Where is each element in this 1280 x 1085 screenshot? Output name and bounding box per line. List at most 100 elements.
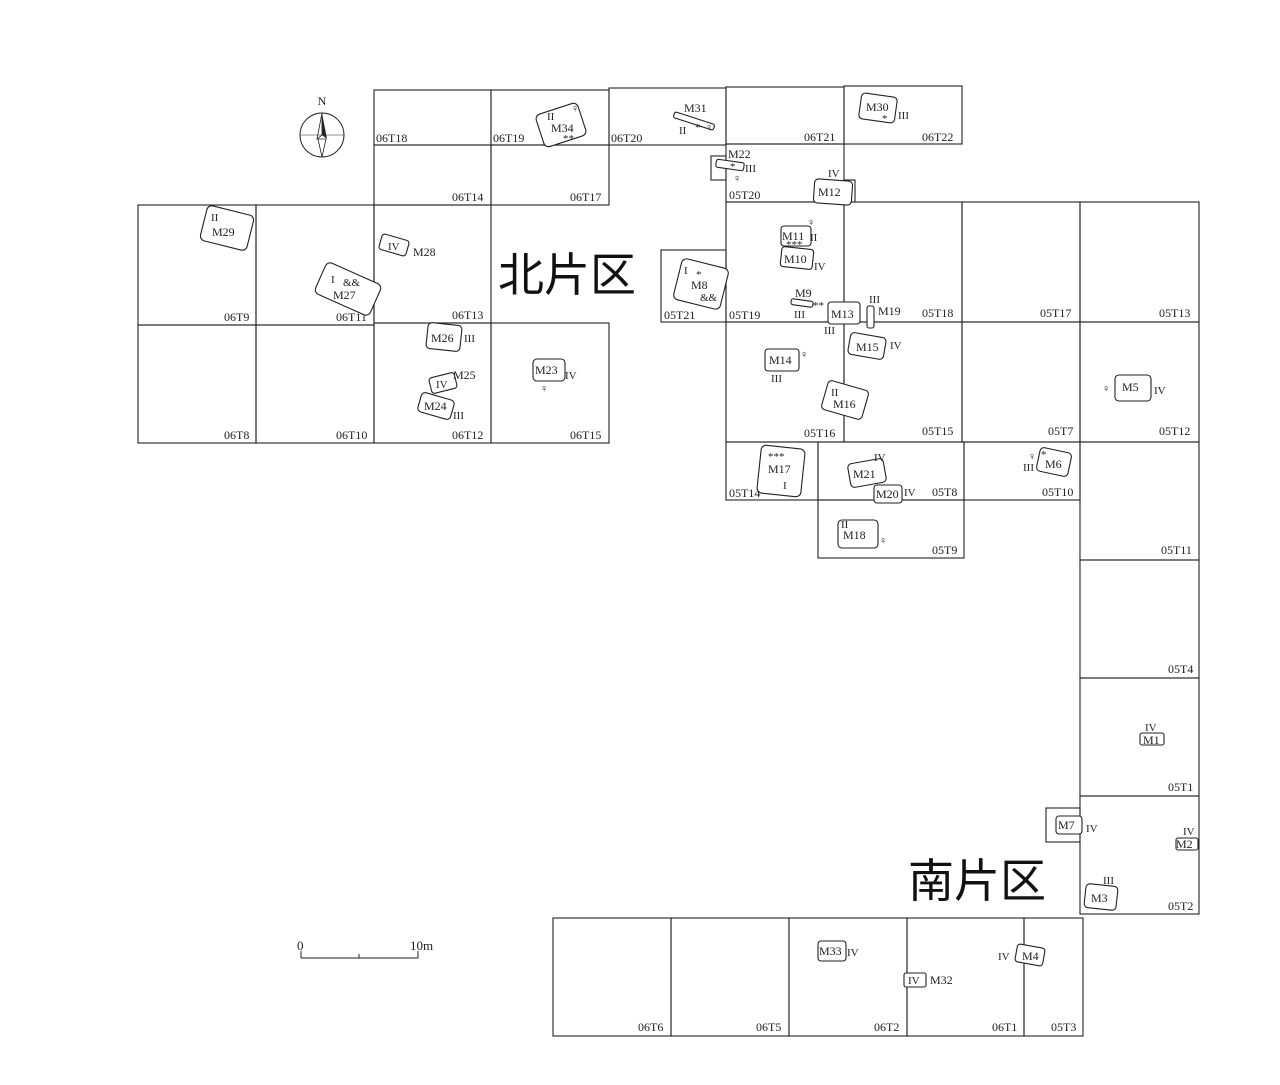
- trench-05T4: [1079, 559, 1200, 679]
- trench-label: 05T8: [932, 485, 957, 499]
- svg-text:M32: M32: [930, 973, 953, 987]
- trench-label: 05T3: [1051, 1020, 1076, 1034]
- svg-text:&&: &&: [700, 292, 718, 304]
- tomb-M17[interactable]: M17 *** I: [756, 444, 806, 498]
- trench-label: 06T9: [224, 310, 249, 324]
- tomb-M29[interactable]: M29 II: [199, 205, 255, 252]
- tomb-M2[interactable]: M2 IV: [1175, 826, 1199, 851]
- tomb-M10[interactable]: M10 IV: [779, 246, 826, 273]
- svg-text:M20: M20: [876, 487, 899, 501]
- trench-label: 05T4: [1168, 662, 1193, 676]
- svg-text:&&: &&: [343, 277, 361, 289]
- tomb-M8[interactable]: M8 I * &&: [673, 258, 730, 310]
- scale-end-label: 10m: [410, 938, 433, 953]
- tomb-M1[interactable]: M1 IV: [1139, 722, 1165, 747]
- svg-text:♀: ♀: [540, 383, 548, 395]
- trench-label: 05T16: [804, 426, 835, 440]
- tomb-M31[interactable]: M31 II * ♀: [673, 101, 715, 137]
- tomb-M28[interactable]: IV M28: [378, 233, 436, 259]
- svg-text:♀: ♀: [800, 349, 808, 361]
- trench-label: 05T20: [729, 188, 760, 202]
- tomb-M25[interactable]: IV M25: [428, 368, 476, 394]
- tomb-M24[interactable]: M24 III: [417, 392, 464, 422]
- tomb-M27[interactable]: M27 I &&: [314, 261, 383, 316]
- svg-text:M26: M26: [431, 331, 454, 345]
- svg-text:M10: M10: [784, 252, 807, 266]
- svg-text:IV: IV: [828, 168, 840, 180]
- svg-text:M5: M5: [1122, 380, 1139, 394]
- svg-text:*: *: [696, 269, 702, 281]
- tomb-M7[interactable]: M7 IV: [1055, 815, 1098, 835]
- trench-label: 06T21: [804, 130, 835, 144]
- tomb-M12[interactable]: M12 IV: [812, 168, 854, 206]
- trench-label: 05T19: [729, 308, 760, 322]
- north-arrow-icon: [299, 112, 345, 158]
- tomb-M30[interactable]: M30 * III: [858, 92, 909, 125]
- tomb-M9[interactable]: M9 ** III: [790, 286, 824, 321]
- svg-text:IV: IV: [565, 370, 577, 382]
- tomb-M23[interactable]: M23 IV ♀: [532, 358, 577, 395]
- svg-text:II: II: [547, 111, 555, 123]
- tomb-M20[interactable]: M20 IV: [873, 484, 916, 504]
- trench-label: 06T12: [452, 428, 483, 442]
- svg-text:M3: M3: [1091, 891, 1108, 905]
- trench-label: 05T10: [1042, 485, 1073, 499]
- svg-text:III: III: [869, 294, 880, 306]
- tomb-M26[interactable]: M26 III: [425, 322, 476, 352]
- trench-label: 05T9: [932, 543, 957, 557]
- tomb-M14[interactable]: M14 ♀ III: [764, 348, 808, 385]
- tomb-M34[interactable]: M34 II ♀ **: [535, 102, 587, 148]
- svg-text:II: II: [211, 212, 219, 224]
- svg-text:M21: M21: [853, 467, 876, 481]
- svg-text:*: *: [730, 161, 736, 173]
- tomb-M11[interactable]: M11 ♀ *** II: [780, 217, 818, 251]
- trench-label: 05T21: [664, 308, 695, 322]
- svg-text:IV: IV: [1183, 826, 1195, 838]
- tomb-M3[interactable]: M3 III: [1083, 875, 1119, 911]
- svg-text:M17: M17: [768, 462, 791, 476]
- svg-text:I: I: [783, 480, 787, 492]
- svg-text:IV: IV: [874, 452, 886, 464]
- tomb-M16[interactable]: M16 II: [821, 380, 870, 420]
- svg-text:III: III: [1023, 462, 1034, 474]
- tomb-M5[interactable]: M5 ♀ IV: [1102, 374, 1166, 402]
- svg-text:IV: IV: [1145, 722, 1157, 734]
- svg-text:III: III: [824, 325, 835, 337]
- scale-start-label: 0: [297, 938, 304, 953]
- trench-label: 06T17: [570, 190, 601, 204]
- tomb-M18[interactable]: M18 II ♀: [837, 519, 887, 549]
- tomb-M32[interactable]: IV M32: [903, 972, 953, 988]
- svg-text:I: I: [684, 265, 688, 277]
- svg-text:♀: ♀: [1102, 383, 1110, 395]
- svg-text:III: III: [771, 373, 782, 385]
- svg-text:***: ***: [768, 451, 785, 463]
- tomb-M4[interactable]: M4 IV: [998, 943, 1046, 967]
- tomb-M15[interactable]: M15 IV: [847, 332, 902, 360]
- svg-text:*: *: [1041, 449, 1047, 461]
- tomb-M21[interactable]: M21 IV: [847, 452, 887, 488]
- trench-label: 06T15: [570, 428, 601, 442]
- tomb-M33[interactable]: M33 IV: [817, 940, 859, 962]
- svg-text:M34: M34: [551, 121, 574, 135]
- svg-text:M15: M15: [856, 340, 879, 354]
- svg-text:♀: ♀: [879, 535, 887, 547]
- svg-text:M11: M11: [782, 229, 804, 243]
- trench-label: 05T15: [922, 424, 953, 438]
- tomb-M6[interactable]: M6 ♀ * III: [1023, 447, 1072, 477]
- trench-label: 05T17: [1040, 306, 1071, 320]
- svg-text:M9: M9: [795, 286, 812, 300]
- tomb-M22[interactable]: M22 * III ♀: [715, 147, 757, 185]
- svg-text:♀: ♀: [705, 122, 713, 134]
- tomb-M13[interactable]: M13 III: [824, 301, 861, 337]
- tomb-M19[interactable]: M19 III: [866, 294, 901, 329]
- trench-labels: 06T18 06T19 06T20 06T21 06T22 06T14 06T1…: [224, 130, 1193, 1034]
- tombs: M34 II ♀ ** M31 II * ♀ M30 * III M22 * I…: [199, 92, 1199, 988]
- trench-label: 06T6: [638, 1020, 663, 1034]
- svg-text:M31: M31: [684, 101, 707, 115]
- svg-text:M24: M24: [424, 399, 447, 413]
- svg-text:III: III: [1103, 875, 1114, 887]
- svg-text:M1: M1: [1143, 733, 1160, 747]
- svg-text:M33: M33: [819, 944, 842, 958]
- trench-06T5: [670, 917, 790, 1037]
